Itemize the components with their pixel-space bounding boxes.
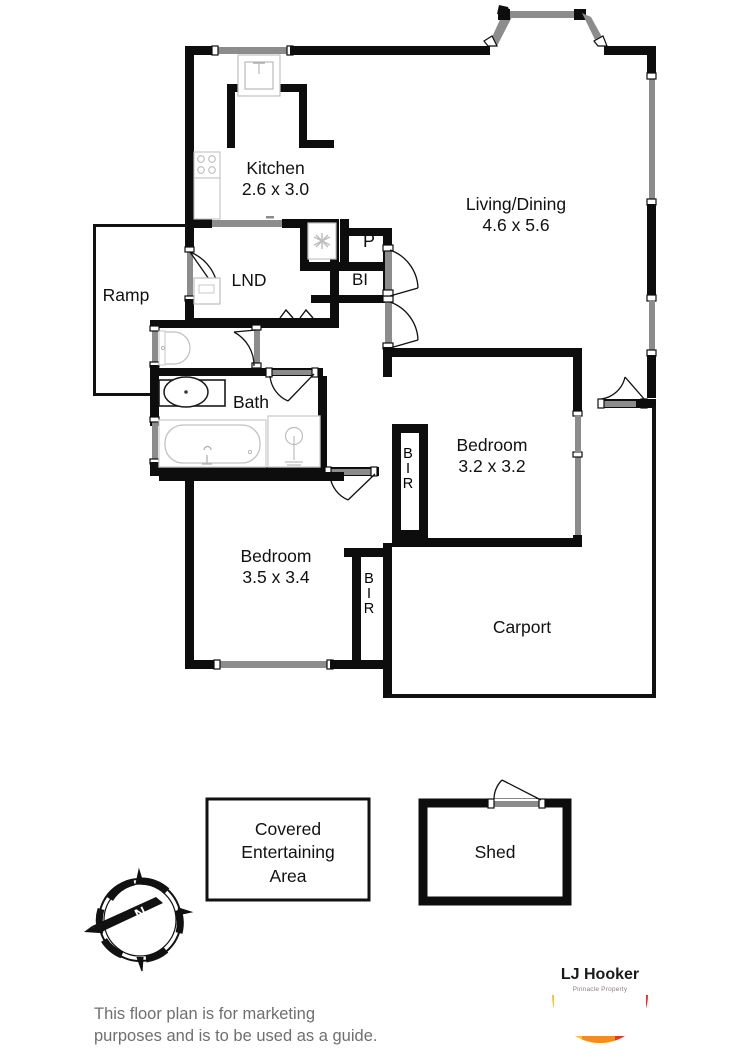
bir-upper-letter-b: B [403,446,413,462]
brand-tagline: Pinnacle Property [572,986,628,993]
bir-lower-letter-r: R [363,600,375,617]
label-bir-lower: B I R [357,572,381,616]
bath-fixtures [158,376,321,468]
bir-upper-letter-i: I [405,460,411,477]
shed-outline [418,779,572,906]
brand-logo: LJ Hooker Pinnacle Property [554,944,646,1036]
ramp-outline [93,224,188,396]
laundry-fixtures [193,277,221,305]
brand-name: LJ Hooker [560,966,640,983]
living-dining-walls [185,5,657,409]
bir-lower-letter-i: I [366,585,372,602]
bir-lower-letter-b: B [364,571,374,587]
north-compass-icon: N [84,867,194,972]
covered-entertaining-outline [205,797,371,902]
hall-walls [324,244,419,501]
bir-upper-letter-r: R [402,475,414,492]
toilet-room [149,320,339,376]
disclaimer-text: This floor plan is for marketing purpose… [94,1005,378,1046]
pantry-and-store-walls [300,219,392,303]
bedroom2-walls [392,348,583,547]
label-bir-upper: B I R [396,447,420,491]
carport-outline [383,406,656,698]
bedroom1-walls [159,472,352,670]
bir-upper-walls [392,424,428,539]
kitchen-fixtures [193,54,281,220]
